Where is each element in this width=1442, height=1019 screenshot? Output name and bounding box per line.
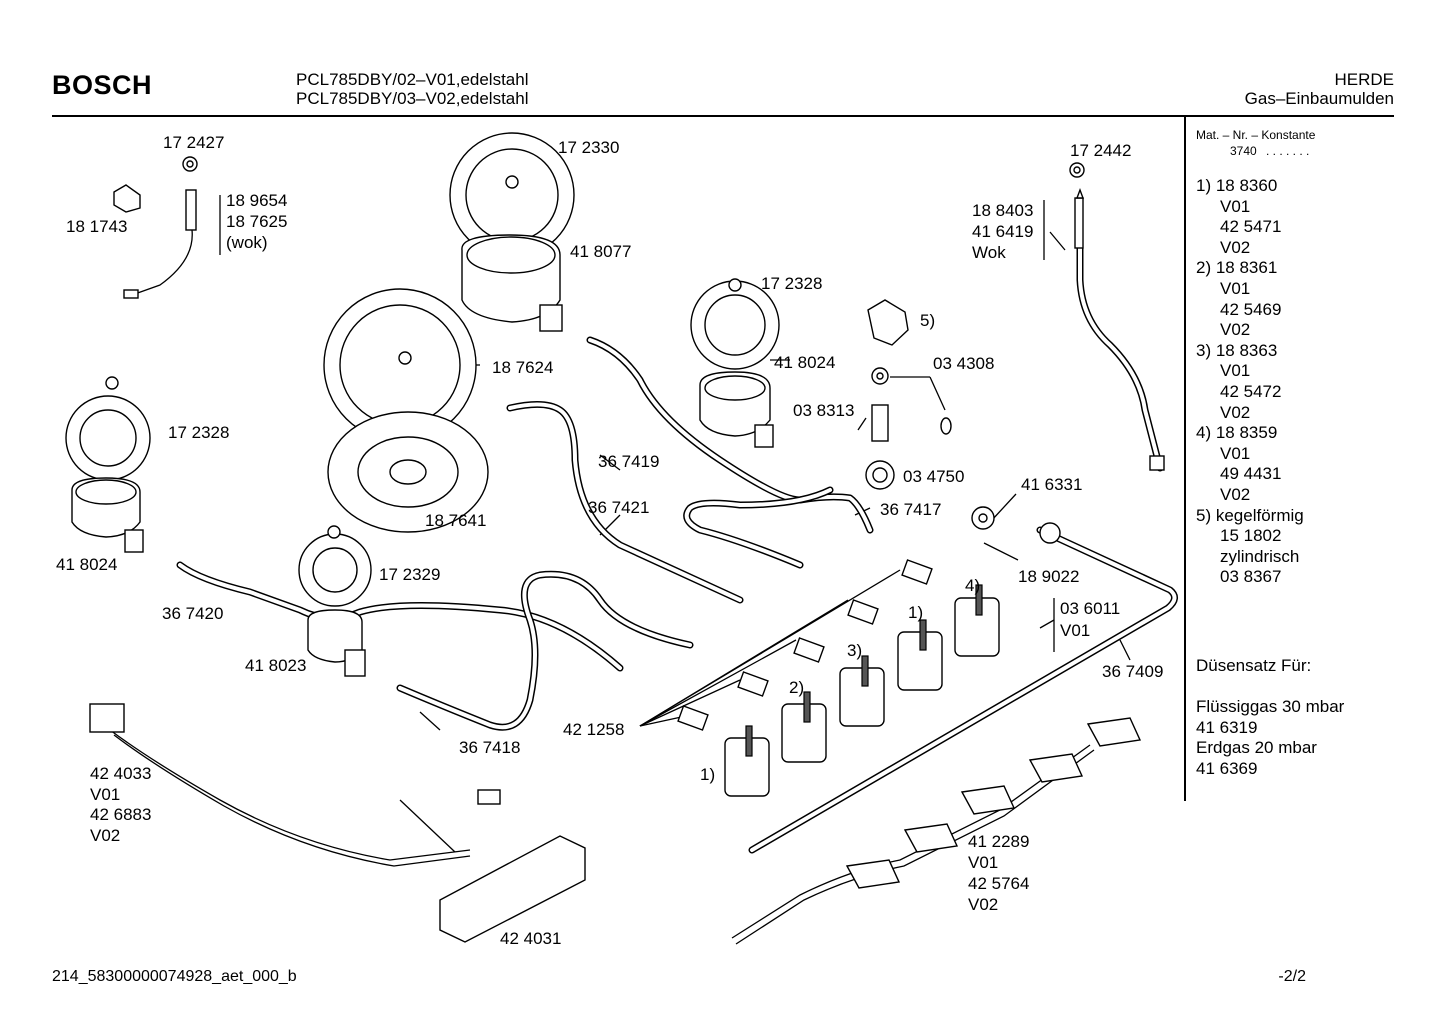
label-418077: 41 8077: [570, 242, 632, 261]
marker-4: 4): [965, 576, 981, 595]
label-425764-v02: V02: [968, 895, 999, 914]
label-181743: 18 1743: [66, 217, 128, 236]
label-421258: 42 1258: [563, 720, 625, 739]
label-036011: 03 6011: [1060, 599, 1121, 618]
mat-dots: . . . . . . .: [1266, 144, 1310, 158]
variant-line: 42 5471: [1220, 217, 1282, 237]
nozzle-line: 41 6319: [1196, 717, 1258, 737]
small-parts: [105, 156, 1165, 544]
label-424033: 42 4033: [90, 764, 152, 783]
variant-line: 49 4431: [1220, 464, 1282, 484]
variant-line: 3) 18 8363: [1196, 340, 1278, 360]
marker-3: 3): [847, 641, 863, 660]
nozzle-line: 41 6369: [1196, 758, 1258, 778]
label-367421: 36 7421: [588, 498, 650, 517]
variant-line: V02: [1220, 320, 1251, 340]
header-rule: [52, 115, 1394, 117]
label-424033-v01: V01: [90, 785, 121, 804]
page-number: -2/2: [1278, 968, 1306, 985]
variant-line: V02: [1220, 402, 1251, 422]
variant-line: zylindrisch: [1220, 546, 1300, 566]
marker-1-b: 1): [908, 603, 924, 622]
label-367418: 36 7418: [459, 738, 521, 757]
label-wok-1: (wok): [226, 233, 268, 252]
label-189022: 18 9022: [1018, 567, 1080, 586]
variant-line: V02: [1220, 484, 1251, 504]
model-line-1: PCL785DBY/02–V01,edelstahl: [296, 70, 529, 89]
gas-valves: [724, 584, 1000, 797]
label-034750: 03 4750: [903, 467, 965, 486]
subcategory: Gas–Einbaumulden: [1244, 89, 1394, 108]
mat-label: Mat. – Nr. – Konstante: [1196, 128, 1316, 142]
model-line-2: PCL785DBY/03–V02,edelstahl: [296, 89, 529, 108]
mat-value: 3740: [1230, 144, 1257, 158]
nozzle-line: Erdgas 20 mbar: [1196, 738, 1317, 758]
ignition-harness: [89, 703, 1142, 945]
nozzle-set-title: Düsensatz Für:: [1196, 656, 1312, 675]
document-id: 214_58300000074928_aet_000_b: [52, 968, 297, 985]
label-172329: 17 2329: [379, 565, 441, 584]
variant-line: V01: [1220, 278, 1251, 298]
nozzle-line: Flüssiggas 30 mbar: [1196, 697, 1345, 716]
label-367420: 36 7420: [162, 604, 224, 623]
label-412289-v01: V01: [968, 853, 999, 872]
label-367409: 36 7409: [1102, 662, 1164, 681]
label-418023: 41 8023: [245, 656, 307, 675]
sidebar-divider: [1184, 117, 1186, 801]
variant-line: 1) 18 8360: [1196, 176, 1278, 195]
label-425764: 42 5764: [968, 874, 1030, 893]
label-172328-b: 17 2328: [168, 423, 230, 442]
nozzles: [677, 559, 933, 731]
label-426883: 42 6883: [90, 805, 152, 824]
label-172427: 17 2427: [163, 133, 225, 152]
variant-line: 4) 18 8359: [1196, 423, 1278, 443]
label-034308: 03 4308: [933, 354, 995, 373]
label-172442: 17 2442: [1070, 141, 1132, 160]
variant-line: 42 5472: [1220, 381, 1282, 401]
label-418024-a: 41 8024: [774, 353, 836, 372]
label-187625: 18 7625: [226, 212, 288, 231]
marker-1-a: 1): [700, 765, 716, 784]
label-412289: 41 2289: [968, 832, 1030, 851]
label-426883-v02: V02: [90, 826, 121, 845]
variant-line: 42 5469: [1220, 299, 1282, 319]
label-367419: 36 7419: [598, 452, 660, 471]
variant-line: 15 1802: [1220, 526, 1282, 546]
label-187641: 18 7641: [425, 511, 487, 530]
variant-line: 03 8367: [1220, 567, 1282, 587]
variant-line: 2) 18 8361: [1196, 258, 1278, 278]
label-036011-v01: V01: [1060, 621, 1091, 640]
burner-plates: [65, 132, 780, 607]
category-block: HERDE Gas–Einbaumulden: [1245, 70, 1394, 108]
label-418024-b: 41 8024: [56, 555, 118, 574]
variant-line: 5) kegelförmig: [1196, 505, 1304, 525]
brand-logo: BOSCH: [52, 70, 153, 100]
leader-lines: [219, 195, 1131, 731]
category: HERDE: [1334, 70, 1394, 89]
label-wok-2: Wok: [972, 243, 1006, 262]
variant-line: V01: [1220, 361, 1251, 381]
gas-tubes: [176, 214, 1178, 854]
label-188403: 18 8403: [972, 201, 1034, 220]
marker-2: 2): [789, 678, 805, 697]
label-187624: 18 7624: [492, 358, 554, 377]
variant-line: V02: [1220, 237, 1251, 257]
label-416331: 41 6331: [1021, 475, 1083, 494]
label-172328-a: 17 2328: [761, 274, 823, 293]
label-416419: 41 6419: [972, 222, 1034, 241]
label-367417: 36 7417: [880, 500, 942, 519]
label-footnote-5: 5): [920, 311, 936, 330]
variant-line: V01: [1220, 443, 1251, 463]
label-172330: 17 2330: [558, 138, 620, 157]
variant-line: V01: [1220, 196, 1251, 216]
model-list: PCL785DBY/02–V01,edelstahl PCL785DBY/03–…: [296, 70, 529, 108]
burner-bodies: [71, 234, 774, 677]
label-189654: 18 9654: [226, 191, 288, 210]
label-424031: 42 4031: [500, 929, 562, 948]
label-038313: 03 8313: [793, 401, 855, 420]
